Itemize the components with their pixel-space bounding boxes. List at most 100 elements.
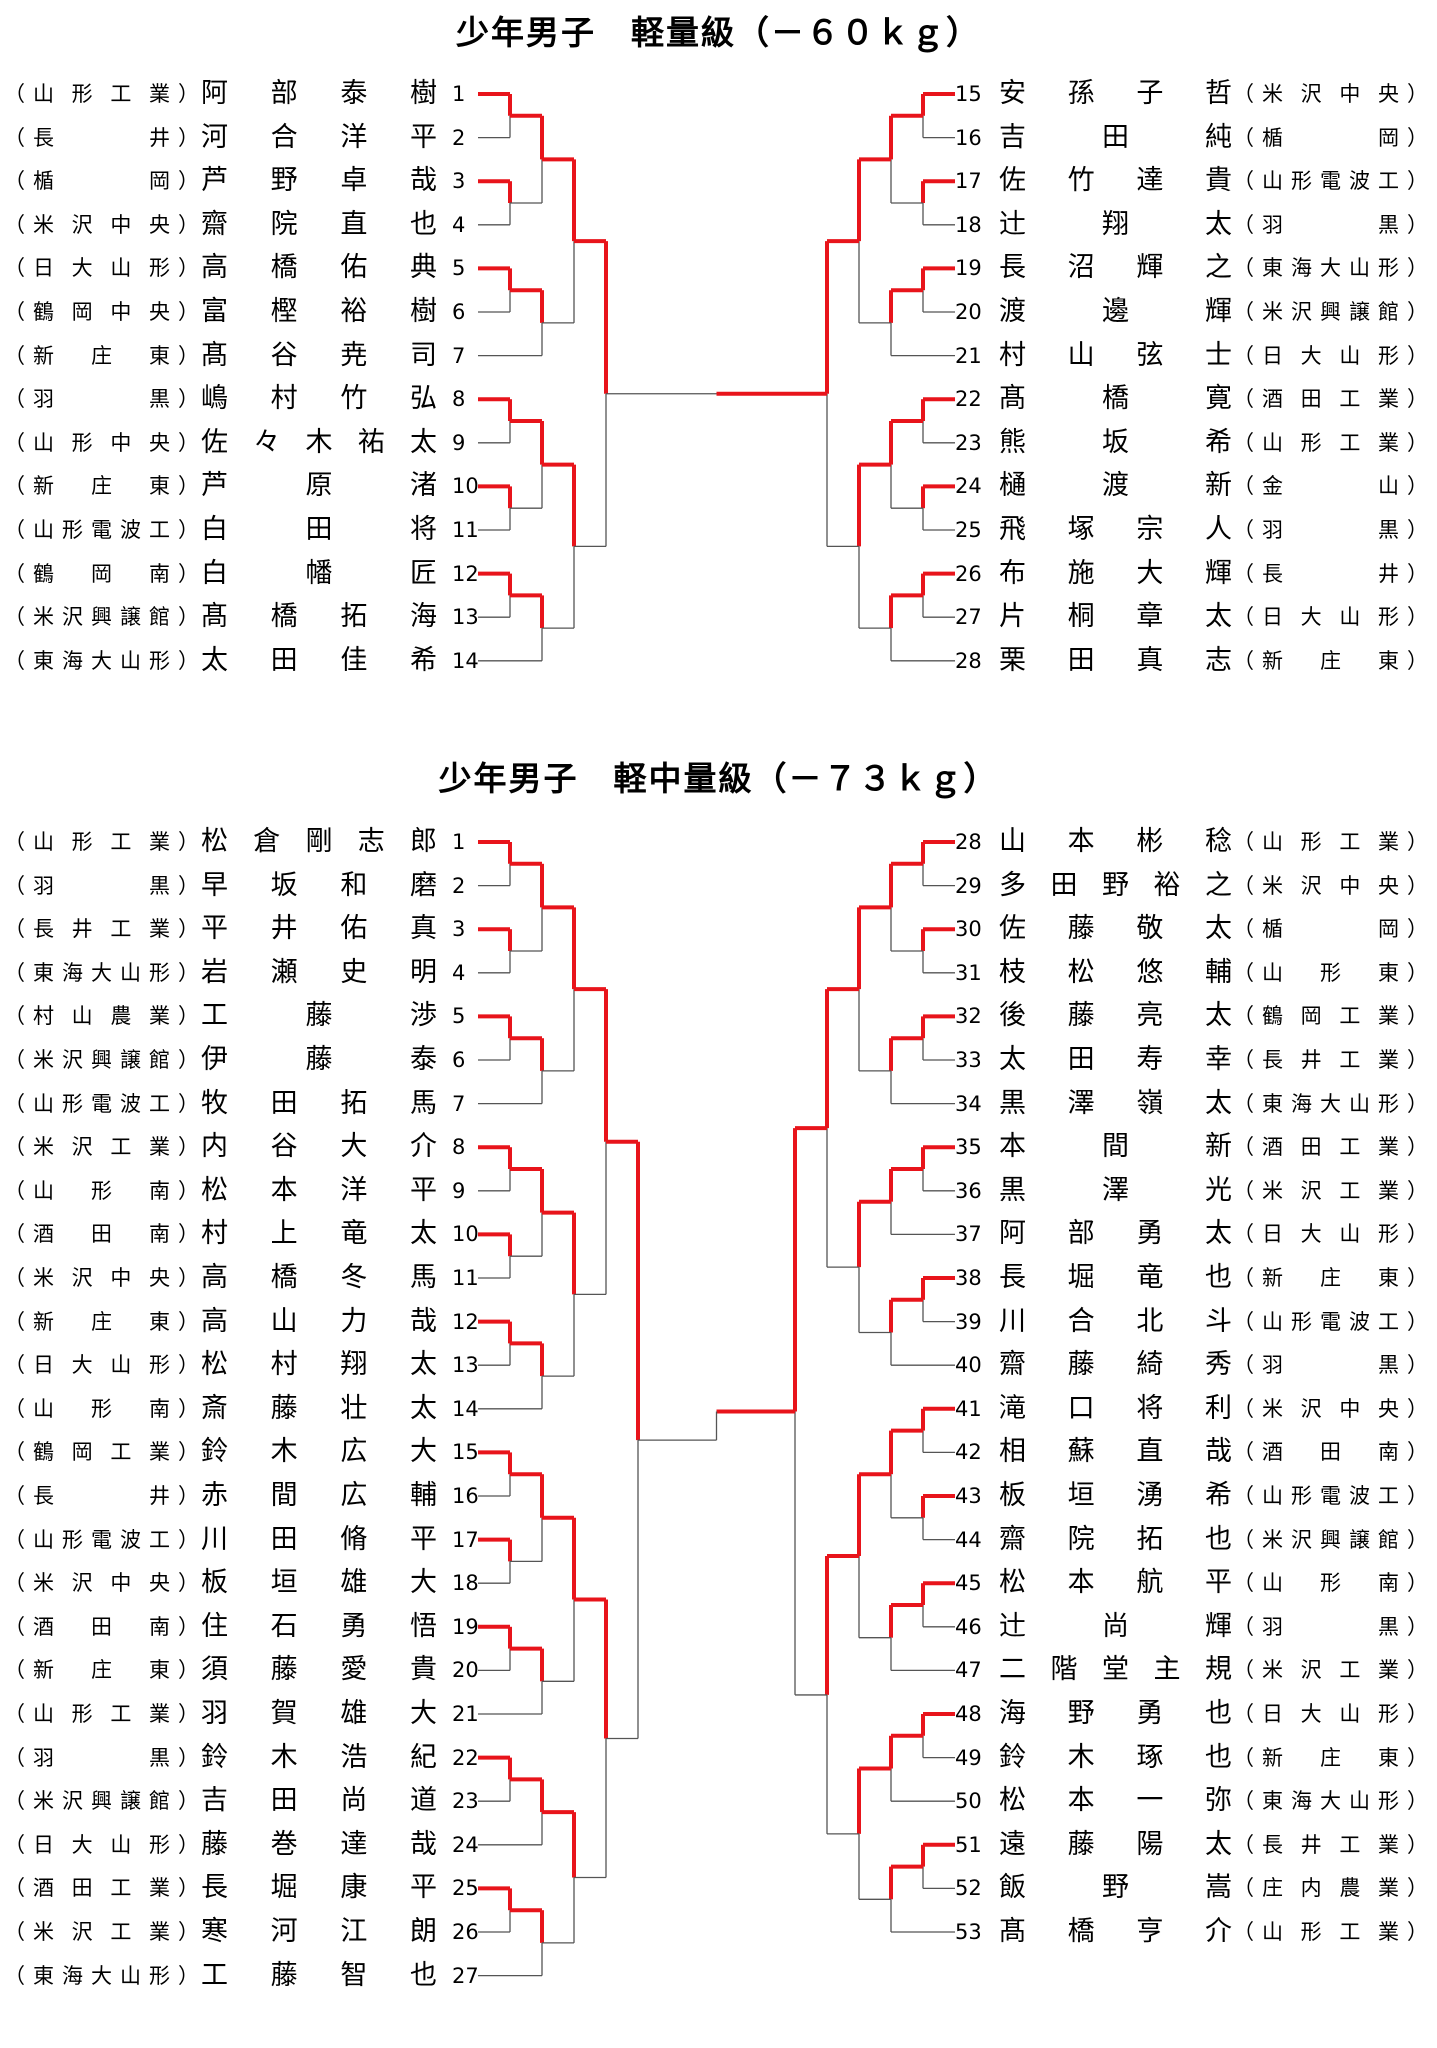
seed-number: 3 [452,917,466,942]
athlete-name: 二階堂主規 [999,1654,1233,1686]
school-name: （酒田南） [4,1614,201,1639]
athlete-name: 嶋村竹弘 [201,383,438,415]
school-name: （新庄東） [4,1658,201,1683]
athlete-name: 海野勇也 [999,1698,1233,1729]
seed-number: 49 [955,1745,982,1770]
athlete-name: 村山弦士 [999,339,1233,371]
athlete-name: 寒河江朗 [201,1916,438,1947]
athlete-name: 芦原渚 [201,470,438,502]
athlete-name: 安孫子哲 [999,78,1233,109]
athlete-name: 熊坂希 [999,426,1233,458]
school-name: （楯岡） [1233,125,1430,150]
seed-number: 7 [452,343,466,368]
athlete-name: 松本一弥 [999,1785,1233,1817]
seed-number: 11 [452,1266,479,1290]
seed-number: 46 [955,1614,982,1639]
athlete-name: 多田野裕之 [999,869,1233,901]
seed-number: 22 [955,387,982,412]
school-name: （米沢中央） [4,212,201,237]
seed-number: 3 [452,169,466,194]
athlete-name: 板垣湧希 [999,1480,1233,1511]
seed-number: 8 [452,1135,466,1160]
school-name: （山形南） [1233,1571,1430,1596]
athlete-name: 飯野嵩 [999,1872,1233,1904]
school-name: （新庄東） [4,343,201,368]
athlete-name: 阿部泰樹 [201,78,438,109]
athlete-name: 工藤智也 [201,1959,438,1991]
seed-number: 9 [452,1178,466,1203]
athlete-name: 黒澤嶺太 [999,1087,1233,1119]
section-1-title: 少年男子 軽量級（－６０ｋｇ） [456,13,981,52]
athlete-name: 松本洋平 [201,1174,438,1206]
school-name: （羽黒） [1233,1614,1430,1639]
school-name: （山形電波工） [4,1091,201,1116]
school-name: （山形工業） [4,830,201,854]
seed-number: 34 [955,1091,982,1116]
seed-number: 10 [452,474,479,499]
athlete-name: 松倉剛志郎 [201,826,438,857]
school-name: （鶴岡中央） [4,300,201,324]
school-name: （米沢興譲館） [1233,300,1430,324]
school-name: （羽黒） [1233,212,1430,237]
athlete-name: 牧田拓馬 [201,1087,438,1119]
school-name: （東海大山形） [4,1963,201,1988]
school-name: （庄内農業） [1233,1876,1430,1901]
seed-number: 33 [955,1048,982,1072]
seed-number: 22 [452,1745,479,1770]
seed-number: 53 [955,1920,982,1944]
school-name: （長井） [1233,561,1430,586]
seed-number: 18 [955,212,982,237]
seed-number: 14 [452,648,479,673]
seed-number: 18 [452,1571,479,1596]
school-name: （米沢工業） [4,1920,201,1944]
athlete-name: 片桐章太 [999,601,1233,633]
athlete-name: 板垣雄大 [201,1567,438,1599]
seed-number: 12 [452,1309,479,1334]
athlete-name: 飛塚宗人 [999,514,1233,545]
school-name: （新庄東） [1233,1745,1430,1770]
athlete-name: 白幡匠 [201,557,438,589]
school-name: （米沢工業） [4,1135,201,1160]
athlete-name: 高橋佑典 [201,252,438,284]
seed-number: 48 [955,1702,982,1726]
seed-number: 6 [452,1048,466,1072]
school-name: （日大山形） [1233,1702,1430,1726]
seed-number: 51 [955,1832,982,1857]
school-name: （山形東） [1233,960,1430,985]
seed-number: 41 [955,1396,982,1421]
school-name: （日大山形） [1233,605,1430,630]
